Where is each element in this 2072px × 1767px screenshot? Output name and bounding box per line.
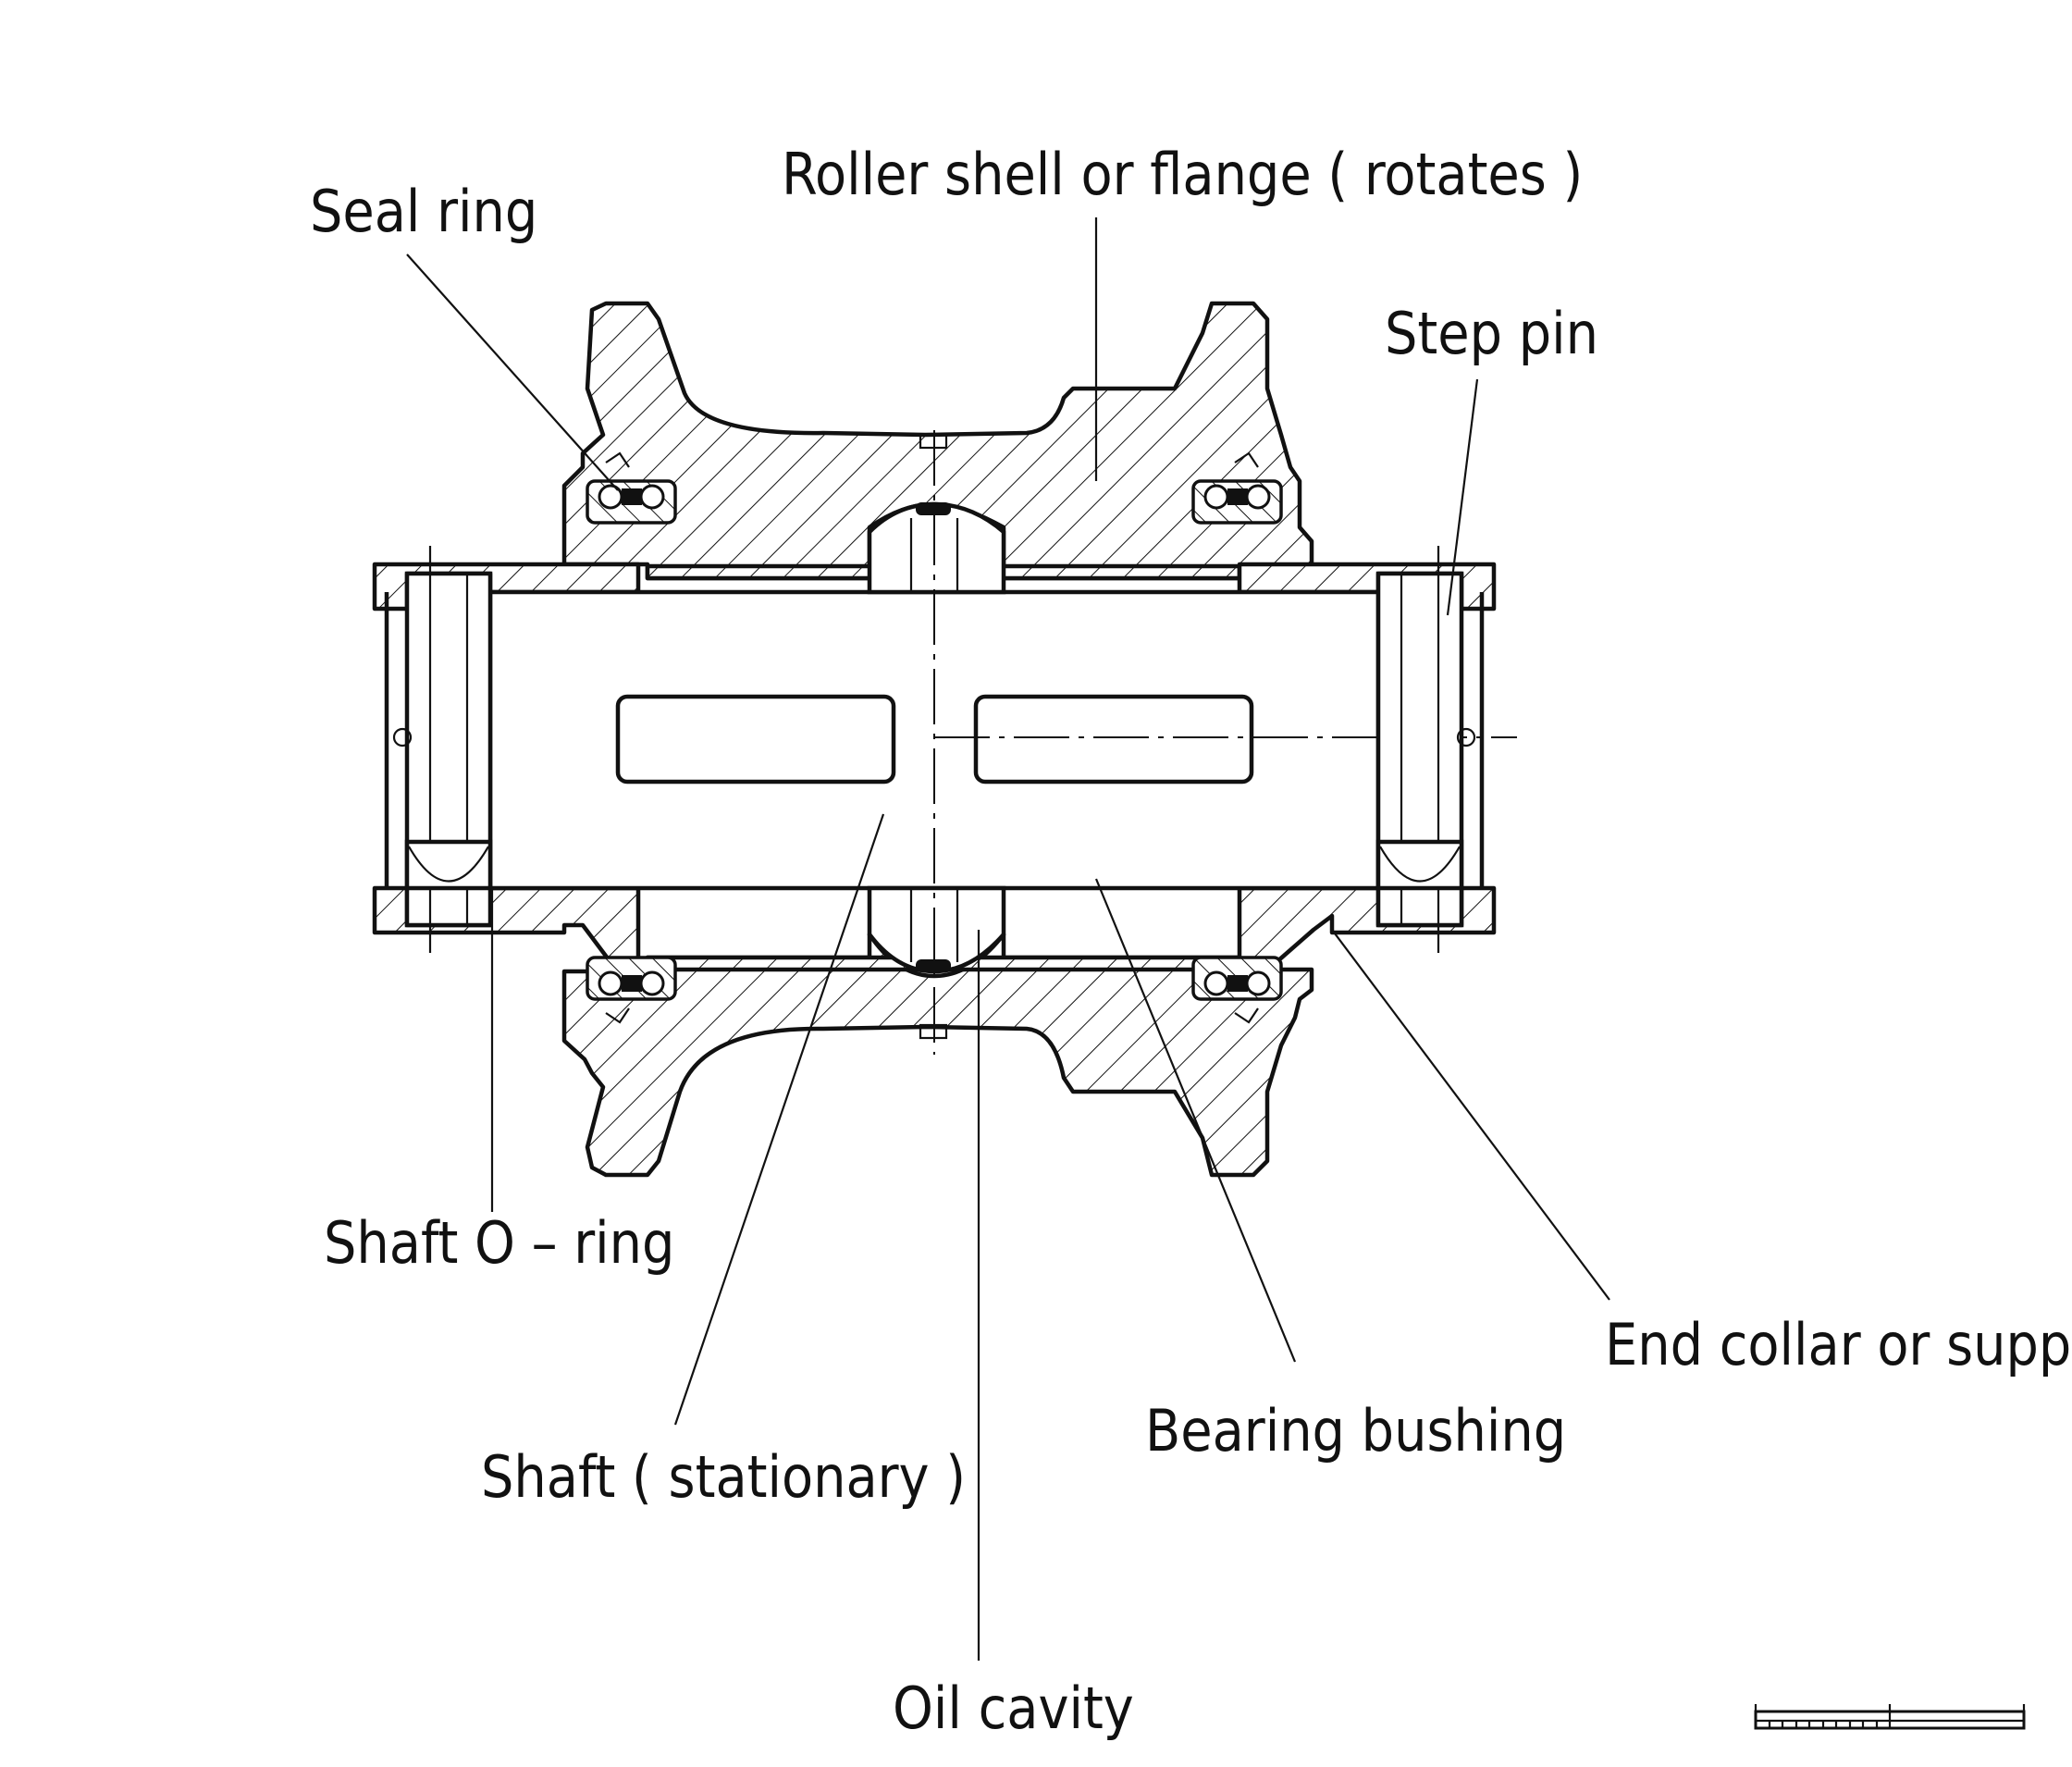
step-pin-right bbox=[1375, 546, 1485, 953]
label-roller-shell: Roller shell or flange ( rotates ) bbox=[782, 141, 1583, 208]
seal-ring-top-left bbox=[586, 451, 677, 525]
leader-bearing-bushing bbox=[1094, 878, 1297, 1363]
roller-shell-bottom bbox=[561, 932, 1314, 1178]
seal-ring-top-right bbox=[1191, 451, 1283, 525]
label-oil-cavity: Oil cavity bbox=[893, 1674, 1134, 1742]
leader-end-collar bbox=[1331, 929, 1610, 1301]
leader-shaft bbox=[673, 813, 885, 1426]
label-end-collar: End collar or support bbox=[1605, 1311, 2072, 1378]
shaft-oil-passage-left bbox=[615, 694, 896, 785]
oil-cavity-top bbox=[867, 501, 1006, 595]
seal-ring-bottom-left bbox=[586, 956, 677, 1024]
scale-bar bbox=[1754, 1704, 2026, 1730]
shaft-oil-passage-right bbox=[973, 694, 1254, 785]
label-seal-ring: Seal ring bbox=[310, 178, 537, 245]
label-step-pin: Step pin bbox=[1385, 300, 1598, 367]
label-shaft-o-ring: Shaft O – ring bbox=[324, 1209, 674, 1277]
leader-seal-ring bbox=[406, 253, 619, 491]
step-pin-left bbox=[384, 546, 493, 953]
leader-step-pin bbox=[1446, 378, 1479, 616]
seal-ring-bottom-right bbox=[1191, 956, 1283, 1024]
label-shaft: Shaft ( stationary ) bbox=[481, 1443, 966, 1511]
label-bearing-bushing: Bearing bushing bbox=[1145, 1397, 1566, 1464]
